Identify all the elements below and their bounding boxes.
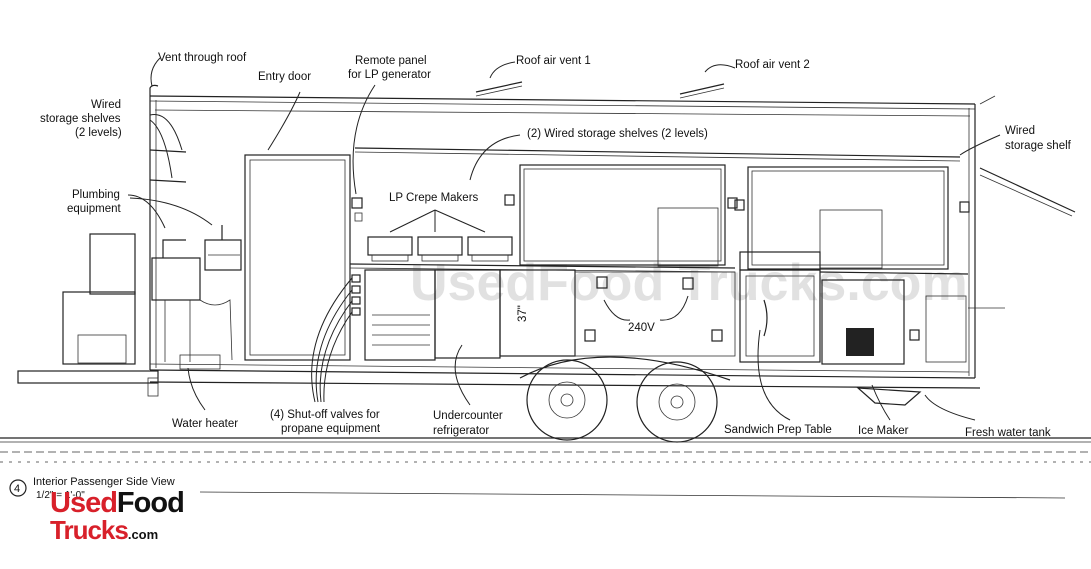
label-wired-center: (2) Wired storage shelves (2 levels) — [527, 128, 708, 140]
awning — [979, 95, 1076, 217]
label-vent-roof: Vent through roof — [158, 52, 247, 64]
label-wired-right-2: storage shelf — [1005, 140, 1072, 152]
label-sandwich-prep: Sandwich Prep Table — [724, 424, 832, 436]
label-remote-panel-2: for LP generator — [348, 69, 431, 81]
remote-panel — [351, 197, 363, 209]
watermark-text: UsedFood Trucks.com — [410, 254, 968, 312]
wheel-1 — [526, 359, 608, 441]
caption-scale: 1/2" = 1'-0" — [36, 490, 85, 501]
label-shutoff-2: propane equipment — [281, 423, 381, 435]
label-plumbing-1: Plumbing — [72, 189, 120, 201]
logo-line-2: Trucks.com — [50, 515, 159, 545]
label-crepe-makers: LP Crepe Makers — [389, 192, 479, 204]
caption-title: Interior Passenger Side View — [33, 476, 175, 488]
center-shelves — [354, 147, 961, 162]
vent-pipe — [149, 84, 159, 96]
caption-rule — [199, 491, 1066, 499]
label-wired-left-3: (2 levels) — [75, 127, 122, 139]
label-entry-door: Entry door — [258, 71, 311, 83]
usedfoodtrucks-logo: UsedFood Trucks.com — [50, 488, 190, 544]
label-plumbing-2: equipment — [67, 203, 122, 215]
view-caption: 4 Interior Passenger Side View 1/2" = 1'… — [9, 476, 175, 501]
label-remote-panel-1: Remote panel — [355, 55, 427, 67]
label-water-heater: Water heater — [172, 418, 238, 430]
pointer-lines — [127, 57, 1001, 421]
label-wired-left-1: Wired — [91, 99, 121, 111]
label-wired-left-2: storage shelves — [40, 113, 121, 125]
label-undercounter-2: refrigerator — [433, 425, 489, 437]
left-shelves — [149, 149, 187, 183]
label-fresh-water: Fresh water tank — [965, 427, 1051, 439]
labels: Vent through roof Entry door Remote pane… — [40, 52, 1072, 439]
label-240v: 240V — [628, 322, 655, 334]
roof-vent-2 — [679, 83, 725, 99]
ground-line — [0, 437, 1091, 463]
label-ice-maker: Ice Maker — [858, 425, 909, 437]
plumbing-sinks — [151, 225, 242, 362]
outlets — [504, 194, 970, 342]
water-heater — [179, 354, 221, 370]
window-1 — [519, 164, 726, 267]
label-wired-right-1: Wired — [1005, 125, 1035, 137]
label-dimension: 37" — [517, 305, 529, 322]
roof-vent-1 — [475, 81, 523, 97]
label-undercounter-1: Undercounter — [433, 410, 503, 422]
wheel-2 — [636, 361, 718, 443]
ice-maker — [819, 271, 1005, 365]
entry-door — [244, 154, 351, 361]
exterior-box — [62, 233, 136, 365]
watermark: UsedFood Trucks.com — [410, 254, 968, 312]
crepe-makers — [367, 236, 513, 262]
sandwich-prep-table — [739, 251, 821, 363]
caption-number-circle — [9, 479, 27, 497]
caption-number: 4 — [14, 483, 20, 495]
ice-maker-grille — [846, 328, 874, 356]
window-2 — [747, 166, 949, 270]
shutoff-valves — [351, 274, 361, 316]
label-roof-vent-2: Roof air vent 2 — [735, 59, 810, 71]
label-shutoff-1: (4) Shut-off valves for — [270, 409, 380, 421]
counter-cabinets — [349, 263, 736, 361]
fresh-water-tank — [856, 387, 922, 406]
label-roof-vent-1: Roof air vent 1 — [516, 55, 591, 67]
logo-line-1: UsedFood — [50, 487, 185, 519]
